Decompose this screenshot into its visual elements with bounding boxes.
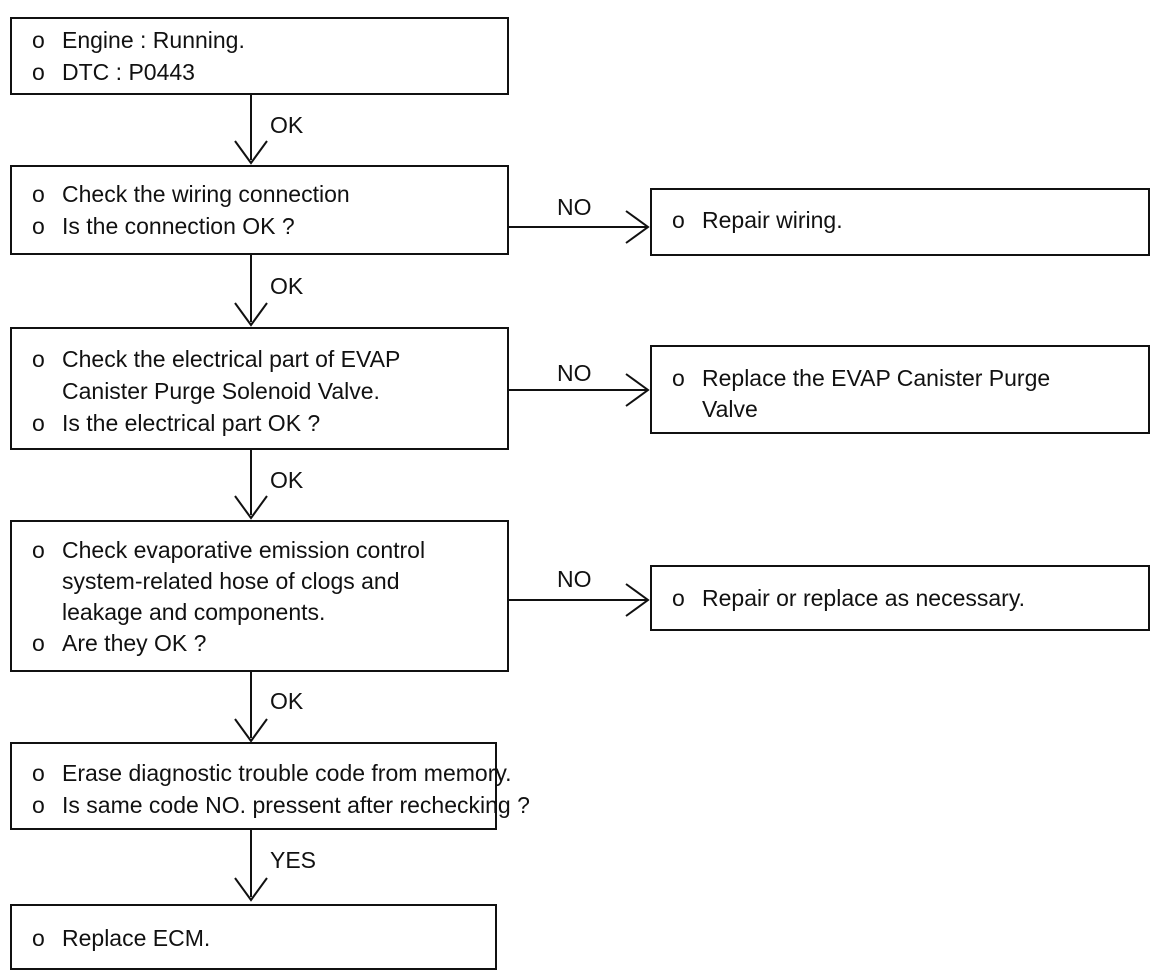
down-arrow-icon <box>234 877 268 902</box>
no-label: NO <box>557 194 592 220</box>
ok-label: OK <box>270 688 304 714</box>
ok-label: OK <box>270 467 304 493</box>
ok-label: OK <box>270 273 304 299</box>
down-arrow-icon <box>234 302 268 327</box>
right-arrow-icon <box>625 583 650 617</box>
right-arrow-icon <box>625 210 650 244</box>
down-arrow-icon <box>234 140 268 165</box>
down-arrow-icon <box>234 718 268 743</box>
right-arrow-icon <box>625 373 650 407</box>
no-label: NO <box>557 360 592 386</box>
down-arrow-icon <box>234 495 268 520</box>
yes-label: YES <box>270 847 317 873</box>
no-label: NO <box>557 566 592 592</box>
ok-label: OK <box>270 112 304 138</box>
